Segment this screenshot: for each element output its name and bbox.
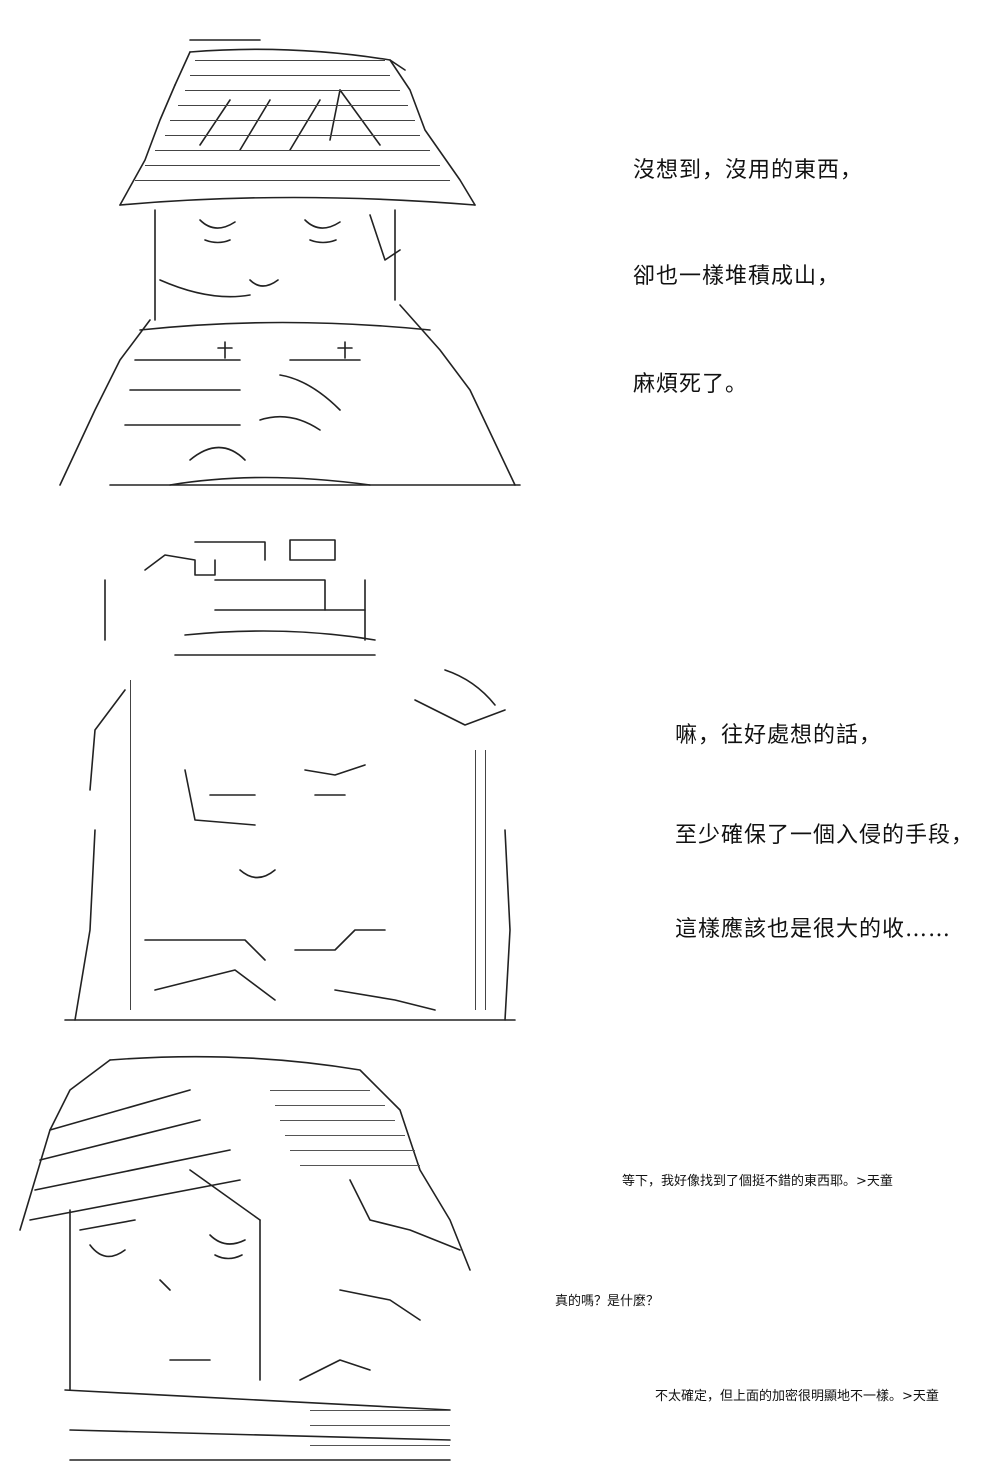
ascii-art-character-close-up xyxy=(19,1055,471,1461)
dialogue-line-2: 卻也一樣堆積成山， xyxy=(633,264,841,289)
panel-2: 嘛，往好處想的話， 至少確保了一個入侵的手段， 這樣應該也是很大的收…… xyxy=(0,525,1000,1045)
dialogue-line-3: 這樣應該也是很大的收…… xyxy=(675,917,952,942)
panel-3: 等下，我好像找到了個挺不錯的東西耶。>天童 真的嗎？是什麼？ 不太確定，但上面的… xyxy=(0,1050,1000,1470)
dialogue-line-2: 真的嗎？是什麼？ xyxy=(555,1294,660,1309)
dialogue-line-3: 麻煩死了。 xyxy=(633,372,749,397)
ascii-art-character-hat xyxy=(59,39,521,486)
dialogue-line-2: 至少確保了一個入侵的手段， xyxy=(675,823,975,848)
dialogue-line-1: 沒想到，沒用的東西， xyxy=(633,158,864,183)
dialogue-line-1: 等下，我好像找到了個挺不錯的東西耶。>天童 xyxy=(622,1174,893,1189)
dialogue-line-3: 不太確定，但上面的加密很明顯地不一樣。>天童 xyxy=(655,1389,939,1404)
ascii-art-character-goggles xyxy=(64,539,516,1021)
dialogue-line-1: 嘛，往好處想的話， xyxy=(675,723,883,748)
panel-1: 沒想到，沒用的東西， 卻也一樣堆積成山， 麻煩死了。 xyxy=(0,0,1000,505)
